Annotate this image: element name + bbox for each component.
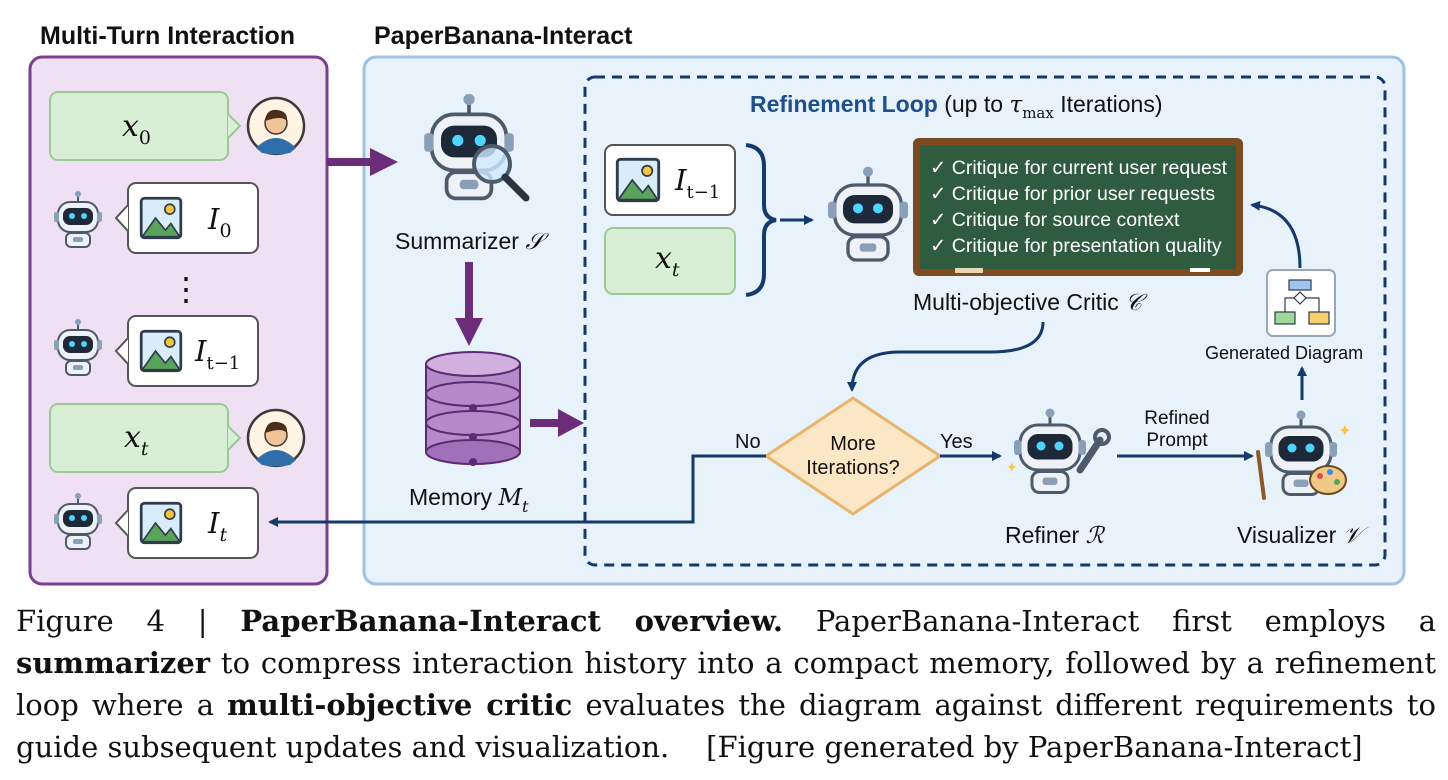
image-icon (139, 196, 183, 240)
refiner-robot-icon: ✦ (1006, 406, 1111, 495)
critic-label: Multi-objective Critic 𝒞 (913, 289, 1148, 316)
refinement-loop-box (583, 75, 1387, 567)
diagram-to-critic-arrow (1250, 200, 1302, 269)
refined-prompt-line2: Prompt (1146, 430, 1208, 451)
svg-text:I0: I0 (207, 202, 232, 242)
ellipsis: ⋮ (170, 270, 202, 308)
right-panel-title: PaperBanana-Interact (374, 22, 633, 50)
user-message-x0: x0 (49, 91, 242, 161)
svg-text:It: It (207, 506, 227, 546)
memory-label: Memory Mt (409, 484, 529, 516)
critique-item-source: ✓ Critique for source context (930, 209, 1180, 231)
decision-diamond (763, 396, 943, 516)
memory-database-icon (425, 351, 521, 466)
critique-chalkboard (913, 138, 1243, 276)
svg-text:It−1: It−1 (674, 163, 720, 203)
user-message-xt: xt (49, 403, 242, 473)
image-icon (139, 501, 183, 545)
svg-text:✦: ✦ (1006, 459, 1018, 475)
decision-text-line1: More (830, 433, 876, 455)
left-panel-title: Multi-Turn Interaction (40, 22, 295, 50)
critique-item-presentation: ✓ Critique for presentation quality (930, 235, 1222, 257)
yes-label: Yes (940, 431, 973, 453)
refinement-loop-title: Refinement Loop (up to τmax Iterations) (750, 91, 1162, 122)
refiner-label: Refiner ℛ (1005, 522, 1106, 549)
critique-item-prior: ✓ Critique for prior user requests (930, 183, 1215, 205)
visualizer-robot-icon: ✦ (1256, 408, 1351, 500)
svg-text:xt: xt (655, 241, 680, 281)
summarizer-robot-icon (422, 92, 530, 202)
generated-image-It-1: It−1 (114, 315, 259, 387)
image-icon (615, 157, 661, 203)
no-label: No (735, 431, 761, 453)
image-icon (139, 329, 183, 373)
critique-item-current: ✓ Critique for current user request (930, 157, 1228, 179)
svg-text:xt: xt (124, 420, 149, 460)
critic-to-decision-arrow (847, 321, 1045, 392)
no-branch-arrow (268, 454, 766, 527)
svg-text:It−1: It−1 (194, 334, 240, 374)
user-avatar-icon (246, 408, 306, 468)
overview-diagram: Multi-Turn Interaction PaperBanana-Inter… (28, 22, 1406, 586)
generated-diagram-icon (1266, 269, 1336, 337)
svg-text:✦: ✦ (1338, 423, 1351, 440)
visualizer-label: Visualizer 𝒱 (1237, 522, 1370, 549)
input-image-It-1: It−1 (604, 144, 736, 216)
inputs-brace (745, 143, 777, 297)
generated-image-I0: I0 (114, 182, 259, 254)
decision-text-line2: Iterations? (806, 457, 899, 479)
generated-diagram-label: Generated Diagram (1205, 343, 1363, 363)
generated-image-It: It (114, 487, 259, 559)
svg-text:x0: x0 (122, 109, 151, 149)
user-avatar-icon (246, 96, 306, 156)
refined-prompt-line1: Refined (1144, 408, 1210, 429)
summarizer-label: Summarizer 𝒮 (395, 228, 549, 255)
figure-caption: Figure 4 | PaperBanana-Interact overview… (16, 604, 1436, 764)
input-message-xt: xt (604, 227, 736, 295)
